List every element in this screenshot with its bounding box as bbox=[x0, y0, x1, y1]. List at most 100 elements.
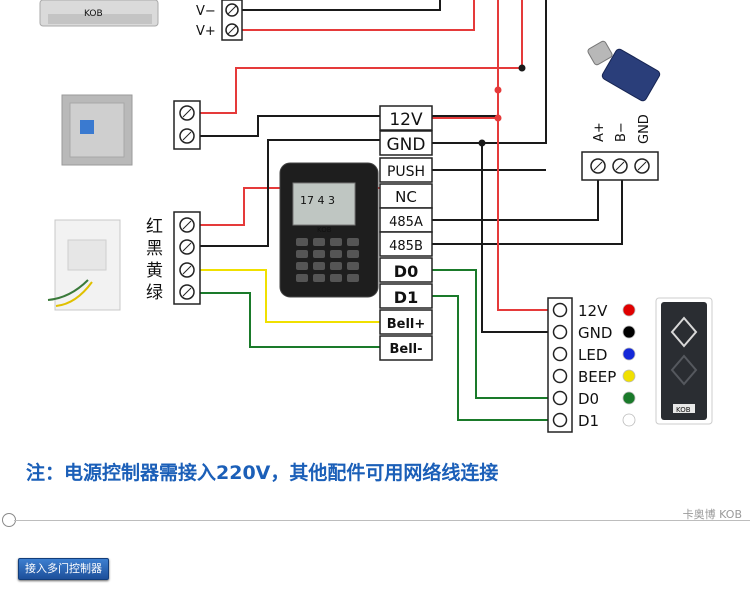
converter-connector bbox=[587, 40, 613, 66]
key bbox=[347, 274, 359, 282]
wire-485a bbox=[432, 178, 599, 221]
doorbell-image bbox=[47, 219, 121, 311]
wire-lock-vplus bbox=[242, 0, 475, 31]
lock-plate bbox=[48, 14, 152, 24]
reader-terminal-12v: 12V bbox=[578, 302, 608, 320]
terminal-nc: NC bbox=[395, 188, 417, 206]
exit-button-image bbox=[61, 94, 133, 166]
doorbell-cable bbox=[55, 281, 93, 307]
screw-slot bbox=[637, 161, 647, 171]
reader-diamond-icon bbox=[670, 354, 698, 386]
installation-note: 注：电源控制器需接入220V，其他配件可用网络线连接 bbox=[26, 462, 499, 484]
screw-icon bbox=[552, 346, 568, 362]
key bbox=[347, 238, 359, 246]
reader-color-dots bbox=[622, 303, 636, 427]
bell-wire-yellow-label: 黄 bbox=[146, 261, 163, 281]
lock-terminal-block: V− V+ bbox=[196, 0, 243, 41]
junction-dot bbox=[478, 139, 486, 147]
key bbox=[296, 274, 308, 282]
screw-slot bbox=[227, 5, 237, 15]
wire-reader-12v bbox=[497, 0, 550, 311]
rs485-converter-image bbox=[587, 40, 661, 102]
converter-terminal-gnd: GND bbox=[637, 114, 652, 144]
converter-terminal-aplus: A+ bbox=[592, 122, 607, 142]
key bbox=[296, 238, 308, 246]
exit-button-key bbox=[80, 120, 94, 134]
controller-screen-time: 17 4 3 bbox=[300, 194, 335, 207]
key bbox=[347, 250, 359, 258]
doorbell-cable bbox=[47, 279, 89, 301]
terminal-cell bbox=[379, 105, 433, 131]
bell-wire-black-label: 黑 bbox=[146, 239, 163, 259]
reader-terminal-block: 12V GND LED BEEP D0 D1 bbox=[547, 297, 616, 433]
keypad-controller: 17 4 3 KOB bbox=[279, 162, 379, 298]
controller-logo: KOB bbox=[317, 226, 332, 234]
terminal-cell bbox=[379, 309, 433, 335]
key bbox=[330, 274, 342, 282]
reader-body bbox=[661, 302, 707, 420]
screw-icon bbox=[552, 412, 568, 428]
converter-terminal-bminus: B− bbox=[614, 122, 629, 142]
key bbox=[313, 262, 325, 270]
wire-bell-green bbox=[200, 292, 380, 348]
wire-d0 bbox=[432, 269, 550, 399]
wire-color-dot-yellow bbox=[622, 369, 636, 383]
wire-lock-vminus bbox=[242, 0, 441, 11]
screw-slot bbox=[227, 25, 237, 35]
screw-slot bbox=[182, 287, 192, 297]
reader-terminal-beep: BEEP bbox=[578, 368, 616, 386]
key bbox=[330, 238, 342, 246]
reader-terminal-d0: D0 bbox=[578, 390, 599, 408]
bell-wire-red-label: 红 bbox=[146, 217, 163, 237]
screw-slot bbox=[182, 265, 192, 275]
wire-gnd bbox=[432, 0, 547, 144]
terminal-cell bbox=[379, 283, 433, 309]
terminal-gnd: GND bbox=[387, 135, 426, 155]
card-reader-image: KOB bbox=[655, 297, 713, 425]
terminal-d1: D1 bbox=[394, 288, 418, 307]
wire-bell-black bbox=[200, 139, 380, 247]
key bbox=[330, 250, 342, 258]
controller-terminal-strip: 12V GND PUSH NC 485A 485B D0 D1 Bell+ Be… bbox=[379, 105, 433, 361]
screw-slot bbox=[593, 161, 603, 171]
screw-slot bbox=[182, 131, 192, 141]
electric-lock: KOB bbox=[39, 0, 159, 27]
junction-dot bbox=[494, 114, 502, 122]
divider-line bbox=[14, 520, 750, 521]
screw-icon bbox=[552, 390, 568, 406]
wire-color-dot-white bbox=[622, 413, 636, 427]
doorbell-panel bbox=[67, 239, 107, 271]
brand-mark: 卡奥博 KOB bbox=[682, 508, 742, 521]
bell-wire-green-label: 绿 bbox=[146, 283, 163, 303]
wire-color-dot-black bbox=[622, 325, 636, 339]
junction-dot bbox=[518, 64, 526, 72]
terminal-bell-minus: Bell- bbox=[389, 342, 422, 357]
controller-screen bbox=[292, 182, 356, 226]
multi-door-controller-button[interactable]: 接入多门控制器 bbox=[18, 558, 109, 580]
terminal-push: PUSH bbox=[387, 164, 425, 180]
reader-terminal-d1: D1 bbox=[578, 412, 599, 430]
lock-terminal-vplus: V+ bbox=[196, 24, 216, 39]
screw-icon bbox=[552, 368, 568, 384]
reader-logo: KOB bbox=[676, 406, 691, 414]
junction-dots bbox=[478, 64, 526, 147]
reader-terminal-gnd: GND bbox=[578, 324, 612, 342]
screw-icon bbox=[552, 324, 568, 340]
reader-diamond-icon bbox=[670, 316, 698, 348]
wire-color-dot-blue bbox=[622, 347, 636, 361]
reader-terminal-led: LED bbox=[578, 346, 607, 364]
screw-slot bbox=[182, 108, 192, 118]
key bbox=[330, 262, 342, 270]
terminal-bell-plus: Bell+ bbox=[387, 317, 426, 332]
wire-bell-yellow bbox=[200, 269, 380, 323]
key bbox=[313, 238, 325, 246]
terminal-cell bbox=[379, 257, 433, 283]
bell-terminal-block: 红 黑 黄 绿 bbox=[146, 211, 201, 305]
exit-terminal-block bbox=[173, 100, 201, 150]
wires bbox=[200, 0, 623, 421]
terminal-cell bbox=[379, 231, 433, 257]
key bbox=[347, 262, 359, 270]
key bbox=[313, 274, 325, 282]
junction-dot bbox=[494, 86, 502, 94]
